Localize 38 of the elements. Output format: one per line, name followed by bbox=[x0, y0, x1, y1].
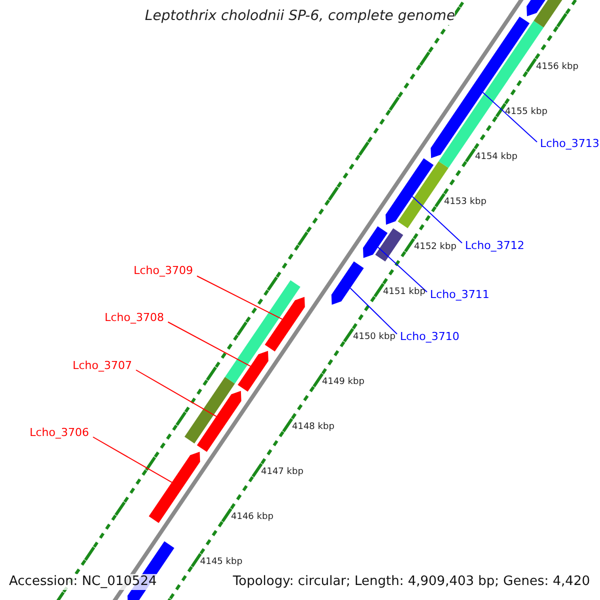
scale-label: 4146 kbp bbox=[231, 512, 274, 523]
gene-feature bbox=[238, 350, 268, 392]
gene-feature bbox=[196, 390, 242, 452]
gene-label: Lcho_3708 bbox=[104, 311, 164, 324]
leader-line bbox=[196, 276, 283, 320]
scale-label: 4154 kbp bbox=[475, 152, 518, 163]
scale-label: 4151 kbp bbox=[383, 287, 426, 298]
scale-label: 4148 kbp bbox=[292, 422, 334, 433]
leader-line bbox=[168, 322, 251, 367]
gene-feature bbox=[331, 261, 364, 305]
scale-label: 4155 kbp bbox=[505, 107, 548, 118]
scale-label: 4150 kbp bbox=[353, 332, 396, 343]
scale-label: 4152 kbp bbox=[414, 242, 456, 253]
leader-line bbox=[136, 370, 217, 417]
leader-line bbox=[482, 92, 538, 142]
scale-label: 4149 kbp bbox=[322, 377, 364, 388]
gene-label: Lcho_3712 bbox=[465, 239, 524, 252]
gene-feature bbox=[363, 226, 388, 258]
genome-info-text: Topology: circular; Length: 4,909,403 bp; Genes: 4,420 bbox=[232, 574, 590, 590]
gene-label: Lcho_3713 bbox=[540, 137, 600, 150]
leader-line bbox=[350, 288, 398, 334]
gene-label: Lcho_3710 bbox=[400, 330, 460, 344]
leader-line bbox=[92, 436, 172, 483]
leader-line bbox=[412, 196, 462, 244]
gene-label: Lcho_3709 bbox=[134, 264, 193, 278]
scale-label: 4153 kbp bbox=[444, 197, 486, 208]
scale-label: 4145 kbp bbox=[200, 557, 242, 568]
gene-label: Lcho_3711 bbox=[430, 288, 490, 302]
title: Leptothrix cholodnii SP-6, complete genome bbox=[144, 8, 456, 25]
leader-line bbox=[378, 246, 428, 292]
accession-text: Accession: NC_010524 bbox=[9, 574, 157, 590]
gene-label: Lcho_3706 bbox=[30, 426, 89, 440]
gene-feature bbox=[386, 158, 434, 225]
gene-feature bbox=[148, 452, 200, 523]
scale-label: 4147 kbp bbox=[261, 467, 304, 478]
gene-feature bbox=[264, 296, 305, 352]
gene-label: Lcho_3707 bbox=[72, 359, 132, 372]
scale-label: 4156 kbp bbox=[536, 62, 578, 73]
